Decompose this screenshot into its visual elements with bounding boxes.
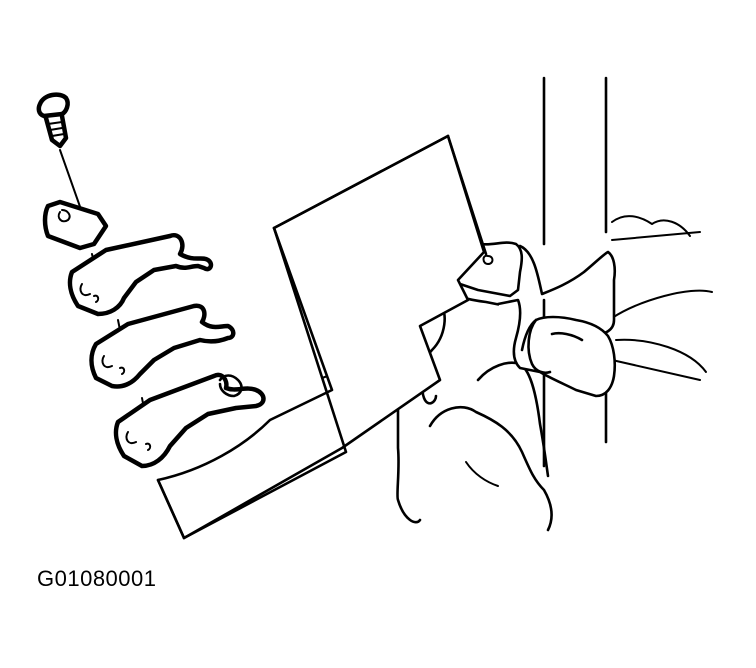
shim-3 [113, 372, 266, 469]
hinge-bolt [36, 92, 85, 219]
shim-2 [89, 303, 236, 389]
shim-1 [67, 232, 214, 317]
washer-plate [42, 199, 109, 251]
door-pillar [542, 76, 713, 468]
figure-code: G01080001 [37, 566, 157, 591]
shim-sheet [156, 134, 488, 540]
